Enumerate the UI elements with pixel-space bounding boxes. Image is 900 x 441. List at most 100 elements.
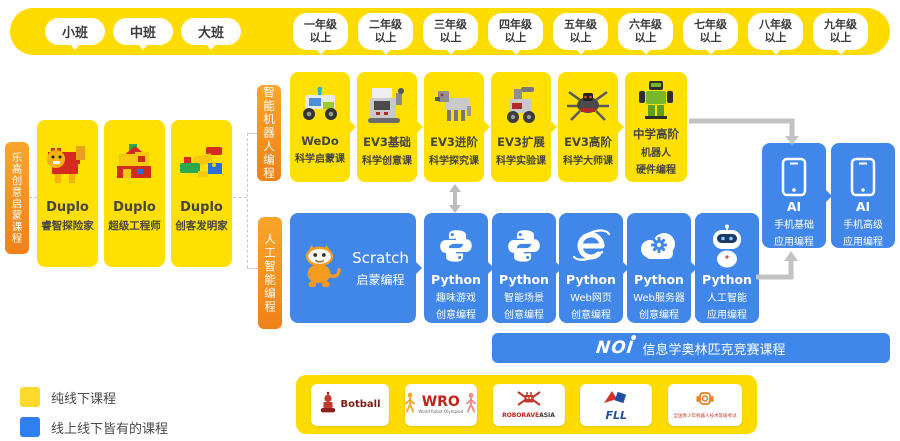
arrow-robot-ai-bidirectional [449,184,461,213]
humanoid-robot-icon [636,78,676,122]
course-subtitle: 睿智探险家 [41,220,94,232]
course-title: Duplo [46,200,89,215]
python-logo-icon [506,223,542,269]
course-subtitle: 科学大师课 [563,156,613,167]
badge-grade-1: 一年级以上 [293,13,348,55]
course-subtitle2: 硬件编程 [636,165,676,176]
badge-grade-2: 二年级以上 [358,13,413,55]
scratch-cat-icon [297,243,343,293]
course-title: AI [786,199,802,214]
logo-roborave: ROBORAVEASIA [492,383,565,426]
wro-figure-icon [405,392,416,417]
ai-robot-icon [709,223,745,269]
course-card-python-scenes: Python 智能场景 创意编程 [492,213,562,323]
logo-wro: WRO World Robot Olympiad [404,383,477,426]
connector-lego-tab [29,197,37,198]
duplo-lion-icon [42,136,94,194]
duplo-plane-icon [176,136,228,194]
course-title: EV3高阶 [564,135,612,149]
ev3-spider-robot-icon [565,80,611,130]
course-subtitle2: 应用编程 [707,310,747,321]
kindergarten-badges: 小班 中班 大班 [45,18,241,50]
course-title: Duplo [180,200,223,215]
logo-robot-level-exam: 全国青少年机器人技术等级考试 [668,383,742,426]
noi-logo-dot [631,335,637,340]
course-card-secondary-robot-hardware: 中学高阶 机器人 硬件编程 [625,72,687,182]
legend-blue-swatch [20,417,40,437]
course-subtitle: Web服务器 [633,293,685,304]
noi-logo: NOI [595,335,637,358]
badge-grade-6: 六年级以上 [618,13,673,55]
ev3-wheel-robot-icon [499,80,543,130]
competitions-bar: Botball WRO World Robot Olympiad [296,375,757,434]
course-card-wedo: WeDo 科学启蒙课 [290,72,356,182]
course-card-ai-mobile-basic: AI 手机基础 应用编程 [762,143,832,248]
tab-lego-enlightenment: 乐高创意启蒙课程 [5,142,29,254]
legend-yellow-swatch [20,387,40,407]
tab-ai-programming: 人工智能编程 [258,217,282,329]
course-card-python-server: Python Web服务器 创意编程 [627,213,697,323]
legend-offline: 纯线下课程 [20,387,116,407]
botball-robot-icon [319,391,337,418]
roborave-robot-icon [516,390,542,411]
course-title: Python [499,272,549,287]
course-subtitle: 启蒙编程 [356,272,405,287]
badge-grade-3: 三年级以上 [423,13,478,55]
course-title: 中学高阶 [633,127,679,141]
course-card-ev3-advanced: EV3进阶 科学探究课 [424,72,490,182]
course-subtitle2: 应用编程 [774,237,814,248]
noi-label: 信息学奥林匹克竞赛课程 [642,342,786,358]
smartphone-icon [781,155,807,199]
course-title: EV3基础 [363,135,411,149]
badge-grade-8: 八年级以上 [748,13,803,55]
course-subtitle2: 创意编程 [639,310,679,321]
course-card-ev3-master: EV3高阶 科学大师课 [558,72,624,182]
tab-robot-programming: 智能机器人编程 [257,85,281,181]
logo-botball: Botball [311,383,389,426]
duplo-house-icon [109,136,161,194]
course-card-ai-mobile-advanced: AI 手机高级 应用编程 [831,143,895,248]
grade-bar: 小班 中班 大班 一年级以上 二年级以上 三年级以上 四年级以上 五年级以上 六… [10,8,890,55]
course-subtitle2: 创意编程 [504,310,544,321]
connector-duplo-branch [233,197,247,198]
course-card-duplo-explorer: Duplo 睿智探险家 [37,120,98,267]
course-card-python-ai: Python 人工智能 应用编程 [695,213,759,323]
course-subtitle2: 创意编程 [436,310,476,321]
course-title: Scratch [352,248,409,267]
course-subtitle: 人工智能 [707,293,747,304]
badge-grade-9: 九年级以上 [813,13,868,55]
course-title: Python [702,272,752,287]
smartphone-icon [850,155,876,199]
course-title: Python [634,272,684,287]
course-title: Python [431,272,481,287]
arrow-python-to-mobile [756,251,798,280]
connector-branch-ai [247,268,258,269]
course-card-python-games: Python 趣味游戏 创意编程 [424,213,494,323]
legend-online-offline: 线上线下皆有的课程 [20,417,168,437]
connector-branch-vertical [247,133,248,268]
course-subtitle: 超级工程师 [108,220,161,232]
course-title: AI [855,199,871,214]
course-card-duplo-inventor: Duplo 创客发明家 [171,120,232,267]
exam-robot-icon [696,391,714,411]
fll-shapes-icon [601,389,631,410]
course-card-python-web: Python Web网页 创意编程 [559,213,629,323]
course-subtitle: 科学启蒙课 [295,154,345,165]
course-subtitle: Web网页 [570,293,612,304]
course-subtitle: 科学实验课 [496,156,546,167]
course-subtitle: 创客发明家 [175,220,228,232]
course-subtitle: 手机基础 [774,220,814,231]
course-card-ev3-basic: EV3基础 科学创意课 [357,72,423,182]
wro-figure-icon [466,392,477,417]
course-title: Duplo [113,200,156,215]
badge-grade-5: 五年级以上 [553,13,608,55]
course-title: EV3扩展 [497,135,545,149]
logo-fll: FLL [580,383,653,426]
grade-badges: 一年级以上 二年级以上 三年级以上 四年级以上 五年级以上 六年级以上 七年级以… [293,13,868,55]
course-subtitle: 科学探究课 [429,156,479,167]
badge-zhongban: 中班 [113,18,173,50]
course-card-scratch: Scratch 启蒙编程 [290,213,422,323]
course-title: EV3进阶 [430,135,478,149]
course-subtitle: 机器人 [641,148,671,159]
